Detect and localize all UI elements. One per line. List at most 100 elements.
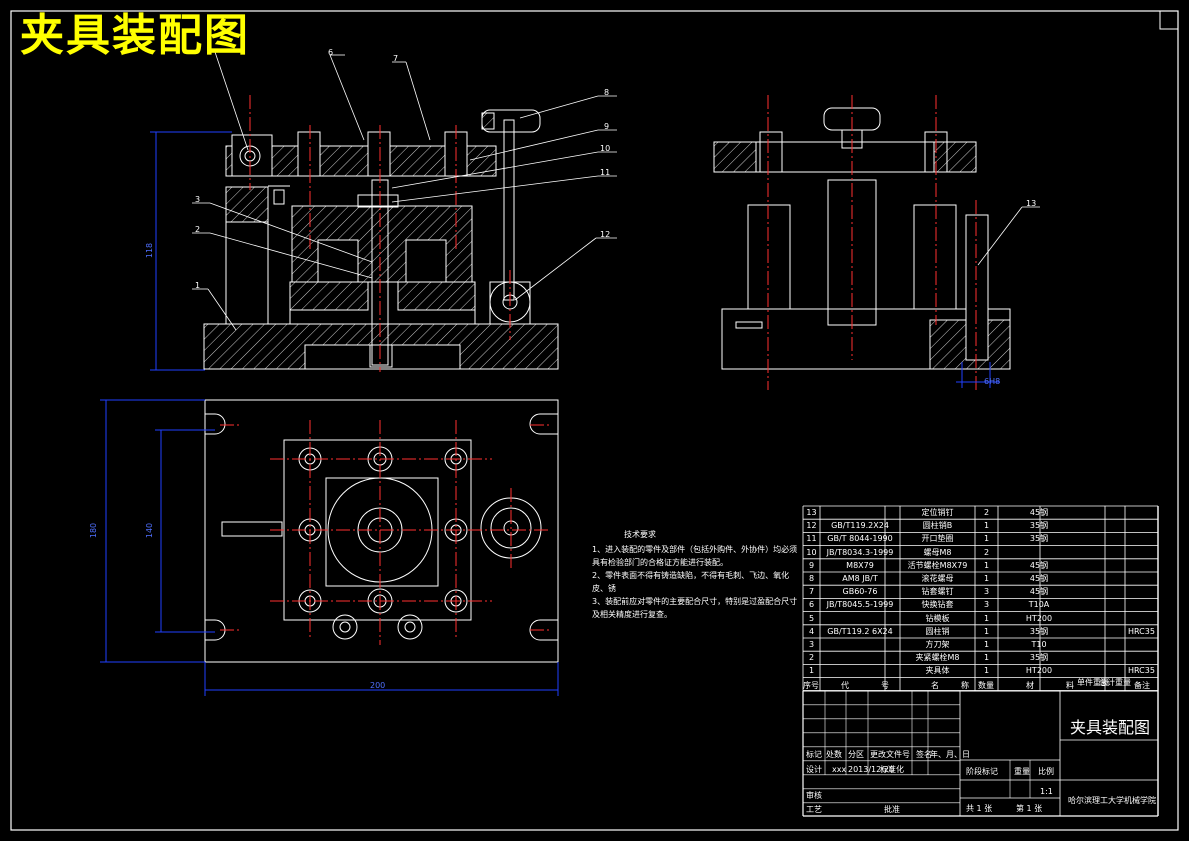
standardization-label: 标准化 [880,765,904,774]
bom-cell-qty: 1 [983,653,990,663]
bom-cell-note: HRC35 [1128,666,1155,676]
bom-cell-qty: 3 [983,600,990,610]
bom-cell-name: 钻套螺钉 [921,587,954,597]
technical-note: 3、装配前应对零件的主要配合尺寸，特别是过盈配合尺寸及相关精度进行复查。 [592,597,798,619]
technical-note: 2、零件表面不得有铸造缺陷，不得有毛刺、飞边、氧化皮、锈 [592,571,790,593]
bom-cell-code: JB/T8034.3-1999 [826,547,894,557]
bom-cell-no: 9 [808,560,815,570]
designer-name: xxx [832,765,847,774]
bom-cell-code: GB/T 8044-1990 [827,534,893,544]
bom-cell-no: 7 [808,587,815,597]
bom-cell-qty: 1 [983,574,990,583]
front-height-dimension [150,131,232,371]
bom-cell-no: 8 [808,574,815,583]
stage-header: 阶段标记 [966,767,998,776]
bom-cell-name: 定位销钉 [921,508,954,517]
sheet-number: 第 1 张 [1016,804,1043,813]
change-header: 签名 [916,750,932,759]
bom-header: 料 [1066,680,1074,690]
locating-pin [965,214,989,361]
bom-cell-qty: 1 [983,626,990,636]
bom-cell-qty: 1 [983,613,990,623]
bom-cell-no: 11 [806,534,817,544]
bom-cell-name: 夹具体 [925,666,950,676]
bom-header: 数量 [978,680,994,690]
technical-note: 1、进入装配的零件及部件（包括外购件、外协件）均必须具有检验部门的合格证方能进行… [592,545,798,567]
balloon-10: 10 [600,144,611,153]
side-view [713,107,1011,370]
bom-cell-code: GB/T119.2 6X24 [827,626,893,636]
bom-header: 材 [1026,680,1034,690]
stage-header: 重量 [1014,767,1030,776]
bom-cell-no: 2 [808,653,815,663]
side-view-centerlines [767,95,977,390]
bom-cell-qty: 1 [983,534,990,544]
side-dimension [956,362,1000,388]
bom-cell-material: 35钢 [1029,534,1049,544]
plan-dimensions [100,399,559,696]
bom-cell-name: 开口垫圈 [921,534,954,544]
process-label: 工艺 [806,805,822,814]
bom-cell-code: JB/T8045.5-1999 [826,600,894,610]
dim-width-plan: 200 [370,681,386,690]
bom-cell-code: GB60-76 [842,587,878,597]
bom-cell-no: 6 [808,600,815,610]
bom-cell-material: 45钢 [1029,574,1049,583]
bom-cell-qty: 1 [983,521,990,531]
stage-header: 比例 [1038,767,1054,776]
bom-header: 称 [961,680,969,690]
dim-side-clearance: 6H8 [984,377,1001,386]
bom-header: 单件重量 [1077,677,1109,687]
front-view [203,109,559,370]
bom-cell-code: M8X79 [846,560,874,570]
bom-cell-material: 35钢 [1029,521,1049,531]
bom-cell-qty: 2 [983,547,990,557]
change-header: 标记 [806,750,822,759]
bom-cell-no: 12 [806,521,817,531]
bom-header: 代 [841,680,849,690]
sheet-total: 共 1 张 [966,804,993,813]
bom-cell-name: 夹紧螺栓M8 [915,653,960,663]
leaders [192,51,1040,331]
title-block-name: 夹具装配图 [1070,718,1151,737]
bom-cell-note: HRC35 [1128,626,1155,636]
bom-cell-qty: 2 [983,508,990,517]
bom-cell-no: 13 [806,508,817,517]
balloon-2: 2 [195,225,201,234]
balloon-12: 12 [600,230,611,239]
bom-cell-name: 滚花螺母 [921,574,954,583]
bom-cell-material: T10 [1031,640,1047,649]
approve-label: 批准 [884,805,900,814]
side-pillar-left [747,204,791,310]
bom-cell-name: 圆柱销 [925,626,950,636]
bom-cell-qty: 1 [983,560,990,570]
bom-cell-material: HT200 [1025,666,1053,676]
balloon-13: 13 [1026,199,1037,208]
technical-notes-title: 技术要求 [624,530,656,539]
bom-cell-name: 方刀架 [925,640,950,649]
bom-cell-no: 10 [806,547,817,557]
bom-cell-code: GB/T119.2X24 [831,521,889,531]
bom-cell-material: 35钢 [1029,653,1049,663]
bom-cell-material: 45钢 [1029,560,1049,570]
plan-view-centerlines [220,420,550,645]
design-date: 2013/12/20 [848,765,895,774]
swing-bolt [503,119,515,301]
bom-header: 备注 [1134,680,1150,690]
bom-header: 总计重量 [1099,677,1131,687]
bom-cell-material: 35钢 [1029,626,1049,636]
bom-cell-material: T10A [1028,600,1050,610]
bom-cell-no: 1 [808,666,815,676]
drawing-title-banner: 夹具装配图 [20,10,250,61]
front-view-centerlines [249,95,511,372]
bom-cell-name: 圆柱销B [922,521,953,531]
designer-label: 设计 [806,765,822,774]
review-label: 审核 [806,791,822,800]
bom-cell-qty: 1 [983,666,990,676]
balloon-1: 1 [195,281,201,290]
bom-cell-material: 45钢 [1029,508,1049,517]
balloon-11: 11 [600,168,611,177]
